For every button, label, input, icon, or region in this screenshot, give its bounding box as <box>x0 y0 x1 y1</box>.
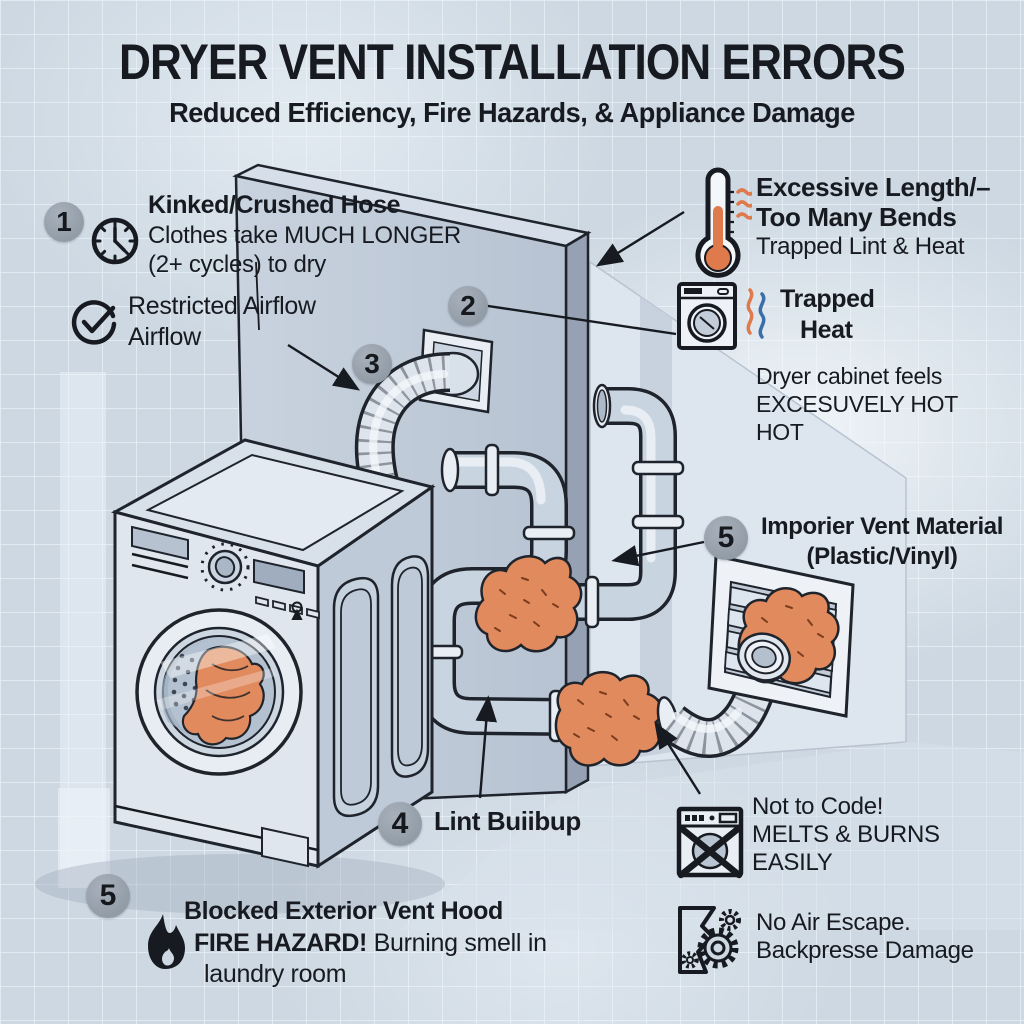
page-title: DRYER VENT INSTALLATION ERRORS <box>119 33 906 90</box>
badge-1-number: 1 <box>56 206 72 237</box>
trapped-heading2: Heat <box>800 316 853 344</box>
excessive-heading1: Excessive Length/– <box>756 172 991 202</box>
restricted-line1: Restricted Airflow <box>128 292 316 320</box>
leader-lines <box>255 210 705 799</box>
flame-icon <box>148 914 185 969</box>
trapped-line3: HOT <box>756 419 804 445</box>
code-line1: Not to Code! <box>752 793 884 820</box>
page-subtitle: Reduced Efficiency, Fire Hazards, & Appl… <box>169 97 855 128</box>
badge-4-number: 4 <box>391 807 409 840</box>
heat-squiggles-icon <box>746 288 766 339</box>
blocked-line2: laundry room <box>204 960 347 988</box>
dryer-icon <box>677 282 737 350</box>
check-circle-icon <box>71 300 117 345</box>
exterior-vent-hood <box>707 554 855 718</box>
gear-tiny <box>681 951 699 969</box>
clock-icon <box>91 217 139 265</box>
blocked-line1: FIRE HAZARD! Burning smell in <box>194 928 547 958</box>
trapped-line2: EXCESUVELY HOT <box>756 391 959 417</box>
air-line2: Backpresse Damage <box>756 937 974 964</box>
blocked-heading: Blocked Exterior Vent Hood <box>184 897 503 925</box>
blocked-rest: Burning smell in <box>366 929 547 957</box>
badge-2-number: 2 <box>460 290 476 321</box>
kinked-line1: Clothes take MUCH LONGER <box>148 222 461 249</box>
badge-2: 2 <box>448 286 488 326</box>
floor-highlight-strip <box>58 788 110 888</box>
material-line2: (Plastic/Vinyl) <box>806 543 958 570</box>
dryer-crossed-icon <box>676 806 744 879</box>
badge-5-material: 5 <box>704 516 748 560</box>
gear-small <box>719 909 741 931</box>
badge-5-material-number: 5 <box>717 521 735 554</box>
air-line1: No Air Escape. <box>756 909 911 936</box>
trapped-line1: Dryer cabinet feels <box>756 363 943 389</box>
kinked-line2: (2+ cycles) to dry <box>148 251 326 278</box>
badge-5-blocked: 5 <box>86 874 130 918</box>
brand-mark <box>291 601 303 620</box>
heat-waves-icon <box>736 188 752 220</box>
badge-5-blocked-number: 5 <box>99 879 117 912</box>
restricted-line2: Airflow <box>128 323 201 351</box>
thermometer-icon <box>695 167 752 278</box>
kinked-heading: Kinked/Crushed Hose <box>148 191 401 219</box>
badge-1: 1 <box>44 202 84 242</box>
broken-panel-gears-icon <box>678 906 741 974</box>
code-line2: MELTS & BURNS <box>752 821 940 848</box>
blocked-bold: FIRE HAZARD! <box>194 929 367 957</box>
badge-3-number: 3 <box>364 348 380 379</box>
badge-4: 4 <box>378 802 422 846</box>
excessive-sub: Trapped Lint & Heat <box>756 233 965 260</box>
excessive-heading2: Too Many Bends <box>756 202 957 232</box>
trapped-heading1: Trapped <box>780 285 875 313</box>
washer-dryer <box>35 438 445 914</box>
gear-large <box>697 927 739 969</box>
lint-clog-1 <box>474 555 583 653</box>
lint-label: Lint Buiibup <box>434 806 581 836</box>
material-line1: Imporier Vent Material <box>761 513 1003 540</box>
badge-3: 3 <box>352 344 392 384</box>
code-line3: EASILY <box>752 849 833 876</box>
